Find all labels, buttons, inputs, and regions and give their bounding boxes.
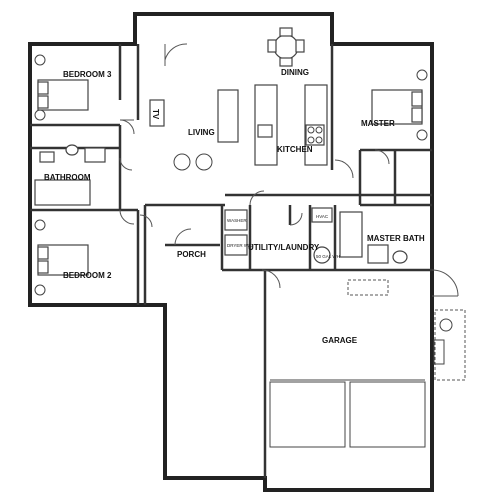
exterior-walls [28,12,434,492]
fixtures [34,27,466,448]
label-bathroom: BATHROOM [44,173,91,182]
label-washer: WASHER [227,218,247,223]
label-utility: UTILITY/LAUNDRY [248,243,320,252]
label-kitchen: KITCHEN [277,145,313,154]
label-garage: GARAGE [322,336,358,345]
doors [119,43,459,297]
label-water-heater: 50 GAL WH [316,254,340,259]
label-bedroom3: BEDROOM 3 [63,70,112,79]
label-hvac: HVAC [316,214,329,219]
interior-walls [30,44,432,478]
label-bedroom2: BEDROOM 2 [63,271,112,280]
label-porch: PORCH [177,250,206,259]
label-master: MASTER [361,119,395,128]
room-labels: BEDROOM 3 DINING LIVING MASTER KITCHEN B… [44,68,425,345]
label-tv: TV [151,109,160,120]
label-dining: DINING [281,68,309,77]
label-living: LIVING [188,128,215,137]
label-master-bath: MASTER BATH [367,234,425,243]
label-dryer: DRYER W/C [227,243,253,248]
